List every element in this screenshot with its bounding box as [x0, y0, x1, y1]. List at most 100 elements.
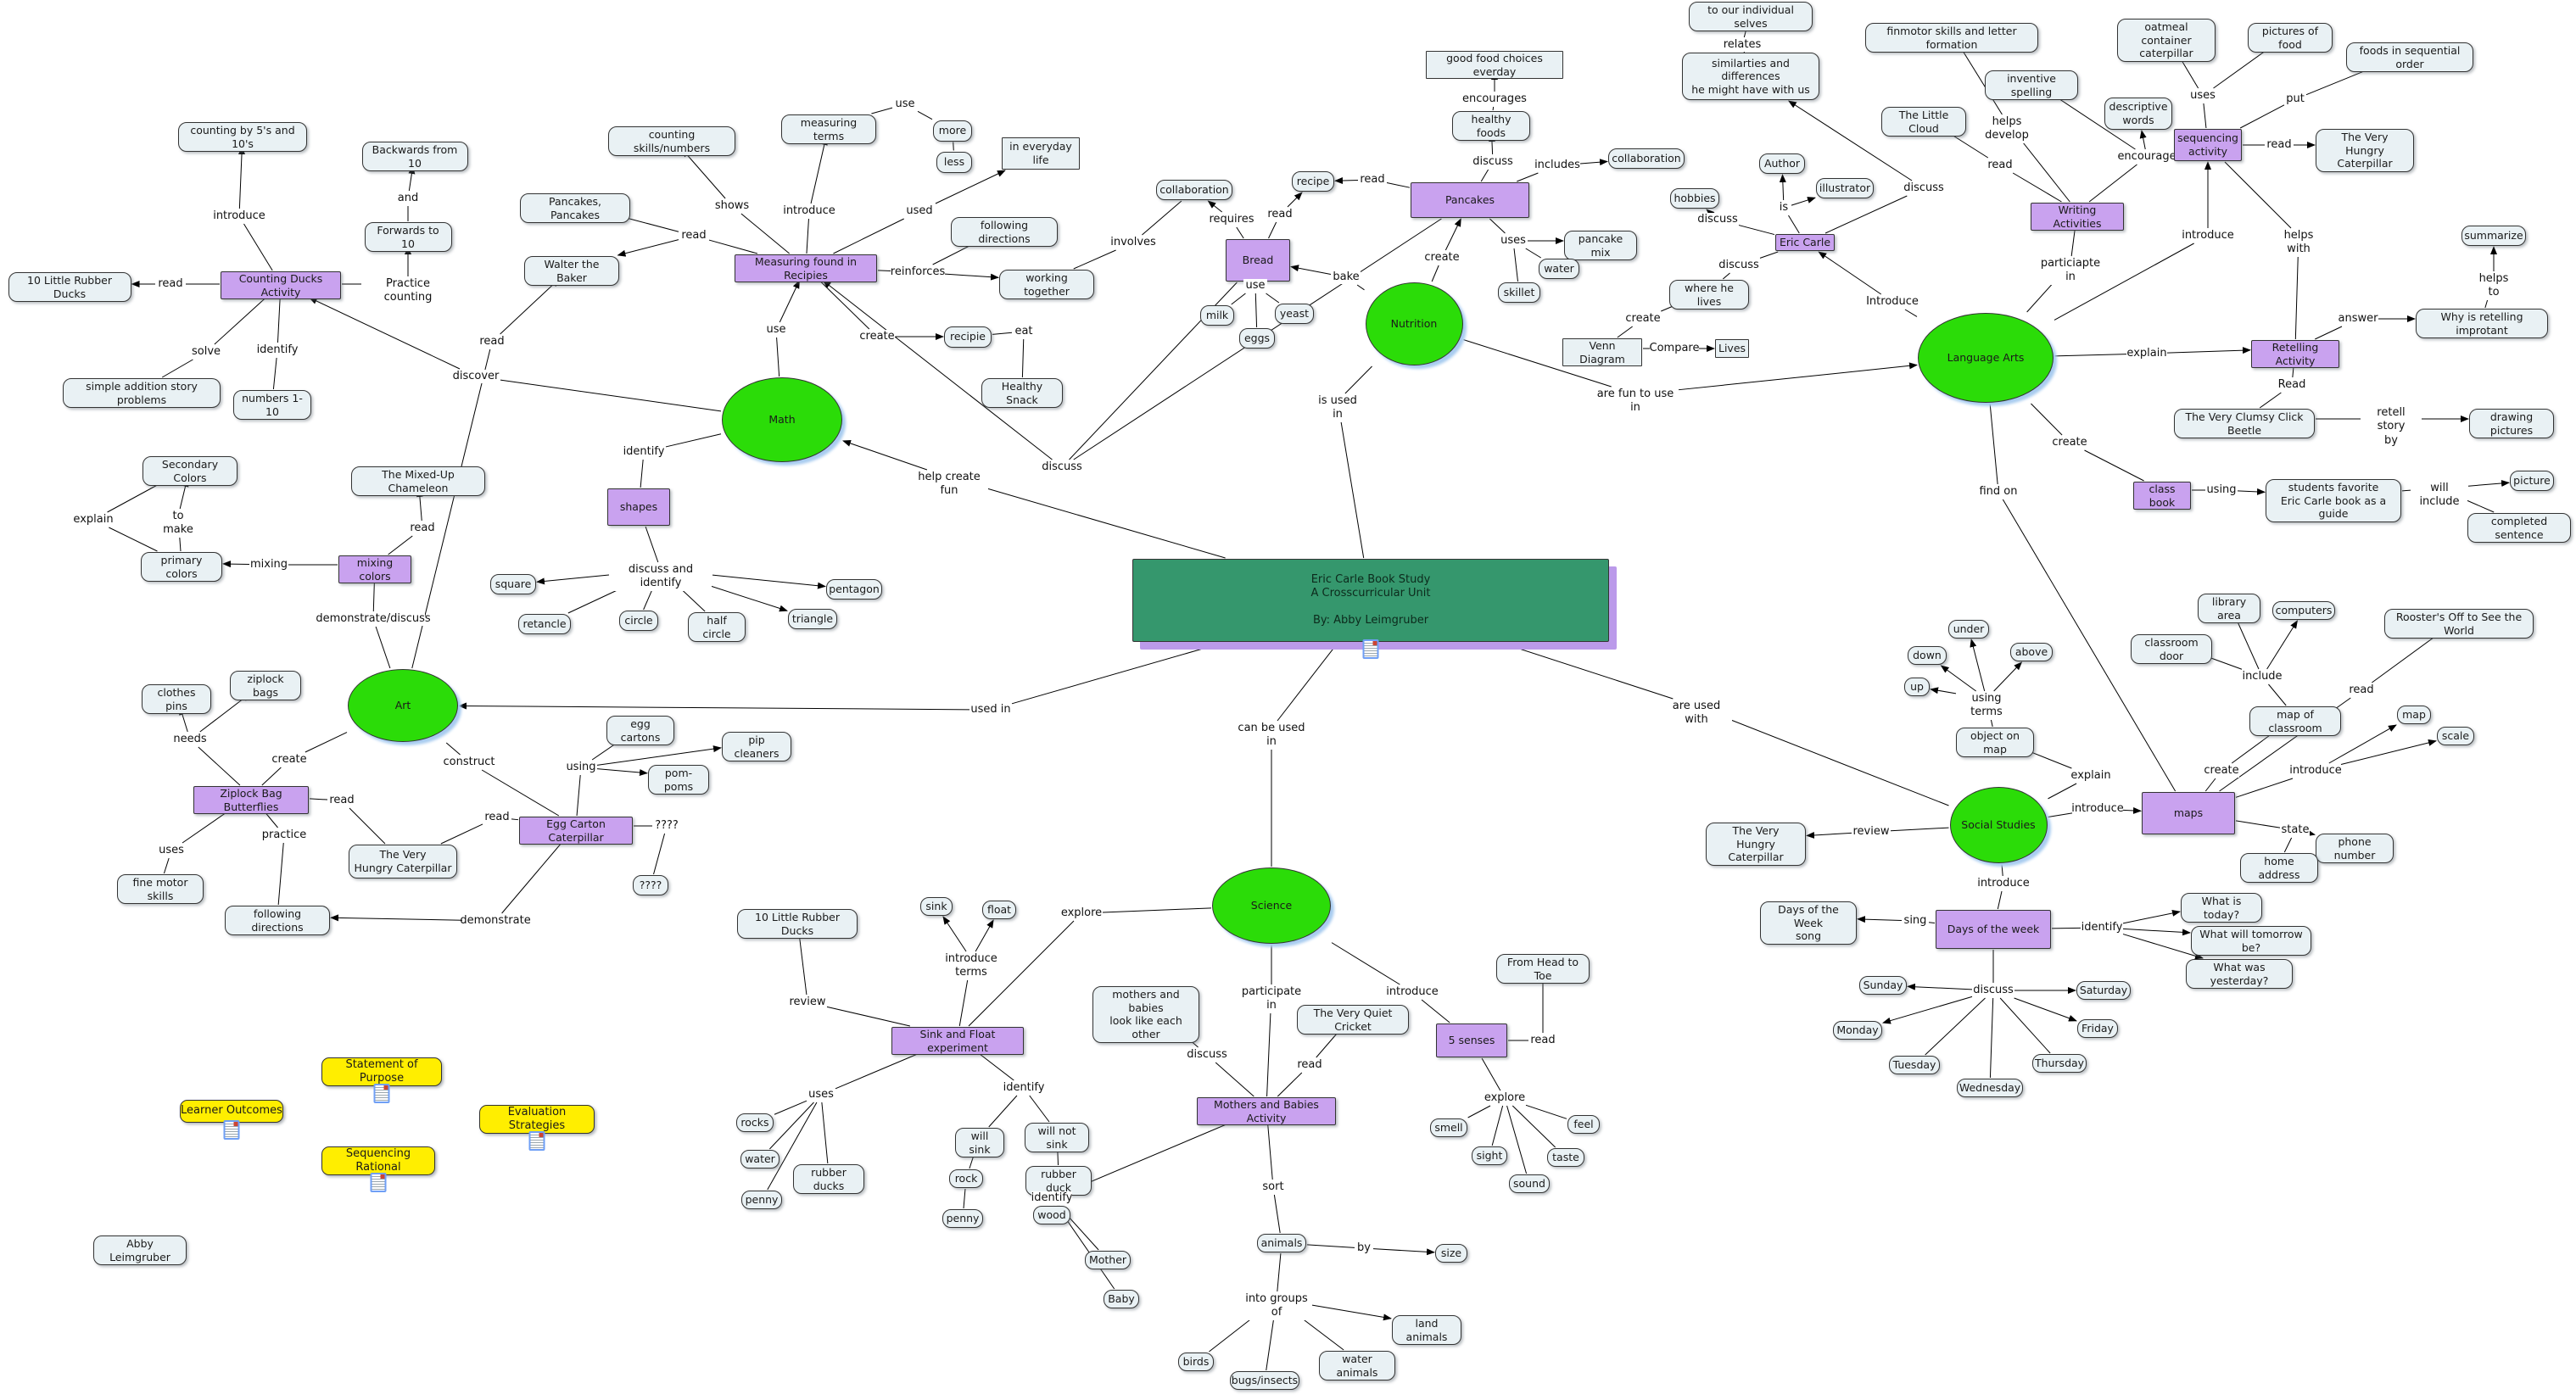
- concept-node-ss30[interactable]: What will tomorrow be?: [2191, 926, 2311, 957]
- concept-node-c3[interactable]: Forwards to 10: [364, 222, 452, 253]
- concept-node-n15[interactable]: pancake mix: [1564, 231, 1637, 261]
- concept-node-ss13[interactable]: map of classroom: [2249, 706, 2341, 737]
- concept-node-k8[interactable]: The Mixed-Up Chameleon: [351, 466, 485, 497]
- concept-node-ss2[interactable]: down: [1908, 646, 1947, 665]
- concept-node-ss34[interactable]: Saturday: [2076, 981, 2131, 1000]
- concept-node-wSA[interactable]: sequencing activity: [2174, 129, 2242, 161]
- concept-node-ss11[interactable]: classroom door: [2131, 634, 2212, 665]
- concept-node-y1[interactable]: Statement of Purpose: [321, 1057, 442, 1103]
- concept-node-e2[interactable]: to our individual selves: [1689, 2, 1813, 32]
- concept-node-m5[interactable]: in everyday life: [1002, 137, 1080, 170]
- concept-node-s1[interactable]: shapes: [607, 488, 670, 526]
- concept-node-n1[interactable]: good food choices everday: [1426, 51, 1563, 80]
- concept-node-sc28[interactable]: smell: [1430, 1118, 1467, 1137]
- concept-node-ss31[interactable]: What was yesterday?: [2186, 959, 2293, 990]
- concept-node-w3[interactable]: The Little Cloud: [1881, 107, 1966, 137]
- concept-node-ssMaps[interactable]: maps: [2142, 792, 2235, 834]
- concept-node-m3[interactable]: more: [933, 120, 972, 142]
- concept-node-k6[interactable]: mixing colors: [338, 555, 411, 584]
- concept-node-wWA[interactable]: Writing Activities: [2031, 203, 2124, 231]
- concept-node-n5[interactable]: collaboration: [1608, 148, 1685, 169]
- concept-node-w20[interactable]: Why is retelling improtant: [2416, 309, 2548, 339]
- concept-node-sc41[interactable]: land animals: [1392, 1315, 1461, 1346]
- concept-node-ss18[interactable]: scale: [2437, 727, 2474, 745]
- concept-node-n9[interactable]: collaboration: [1156, 180, 1232, 200]
- concept-node-n20[interactable]: eggs: [1239, 328, 1275, 349]
- concept-node-ss26[interactable]: Days of the Week song: [1760, 901, 1857, 945]
- concept-node-c4[interactable]: 10 Little Rubber Ducks: [8, 272, 131, 303]
- concept-node-s4[interactable]: retancle: [518, 614, 571, 634]
- concept-node-sc5[interactable]: 10 Little Rubber Ducks: [737, 909, 858, 940]
- concept-node-sc9[interactable]: water: [740, 1150, 780, 1169]
- concept-node-nNut[interactable]: Nutrition: [1365, 282, 1463, 365]
- concept-node-ss4[interactable]: up: [1904, 678, 1930, 696]
- concept-node-sc16[interactable]: rubber duck: [1025, 1166, 1092, 1196]
- concept-node-a11[interactable]: following directions: [225, 906, 330, 936]
- concept-node-k4[interactable]: primary colors: [141, 552, 222, 583]
- concept-node-m2[interactable]: measuring terms: [781, 114, 876, 145]
- concept-node-e7[interactable]: hobbies: [1670, 188, 1719, 209]
- concept-node-ssDays[interactable]: Days of the week: [1936, 910, 2051, 949]
- concept-node-c2[interactable]: Backwards from 10: [361, 142, 468, 172]
- concept-node-y4[interactable]: Sequencing Rational: [321, 1146, 435, 1192]
- concept-node-ss3[interactable]: above: [2010, 643, 2053, 661]
- concept-node-ss21[interactable]: phone number: [2316, 834, 2394, 864]
- concept-node-sc11[interactable]: penny: [741, 1191, 782, 1209]
- concept-node-n17[interactable]: skillet: [1498, 282, 1540, 303]
- concept-node-w13[interactable]: The Very Hungry Caterpillar: [2316, 129, 2414, 172]
- concept-node-w29[interactable]: students favorite Eric Carle book as a g…: [2266, 479, 2401, 522]
- attached-document-icon[interactable]: [1362, 639, 1379, 659]
- concept-node-m12[interactable]: Measuring found in Recipies: [735, 254, 877, 283]
- concept-node-sc3[interactable]: float: [982, 901, 1016, 919]
- concept-node-sc30[interactable]: sound: [1509, 1174, 1550, 1193]
- concept-node-ss22[interactable]: home address: [2240, 853, 2318, 884]
- concept-node-k1[interactable]: Secondary Colors: [142, 456, 237, 487]
- concept-node-y5[interactable]: Abby Leimgruber: [93, 1235, 187, 1266]
- concept-node-wRA[interactable]: Retelling Activity: [2251, 340, 2339, 369]
- concept-node-a13[interactable]: Egg Carton Caterpillar: [519, 817, 633, 845]
- concept-node-sc15[interactable]: rock: [949, 1169, 983, 1188]
- concept-node-sc37[interactable]: animals: [1257, 1234, 1306, 1252]
- concept-node-n21[interactable]: yeast: [1275, 304, 1314, 324]
- concept-node-w10[interactable]: pictures of food: [2248, 23, 2333, 53]
- concept-node-ss17[interactable]: map: [2397, 706, 2431, 724]
- concept-node-scSci[interactable]: Science: [1212, 867, 1331, 944]
- concept-node-m20[interactable]: Healthy Snack: [981, 378, 1063, 409]
- concept-node-w18[interactable]: summarize: [2461, 226, 2526, 246]
- concept-node-c1[interactable]: counting by 5's and 10's: [178, 122, 307, 153]
- concept-node-ss35[interactable]: Monday: [1833, 1021, 1882, 1040]
- concept-node-a20[interactable]: pip cleaners: [722, 732, 791, 762]
- concept-node-scSF[interactable]: Sink and Float experiment: [891, 1027, 1024, 1056]
- concept-node-w24[interactable]: The Very Clumsy Click Beetle: [2174, 409, 2315, 439]
- concept-node-sc13[interactable]: will sink: [955, 1128, 1004, 1158]
- concept-node-sc31[interactable]: taste: [1547, 1148, 1584, 1167]
- attached-document-icon[interactable]: [373, 1084, 390, 1103]
- concept-node-sc42[interactable]: birds: [1178, 1353, 1214, 1371]
- concept-node-w31[interactable]: picture: [2510, 471, 2554, 491]
- concept-node-sc19[interactable]: mothers and babies look like each other: [1092, 986, 1199, 1043]
- concept-node-e13[interactable]: Venn Diagram: [1562, 338, 1642, 367]
- concept-node-eLA[interactable]: Language Arts: [1918, 313, 2054, 403]
- concept-node-w2[interactable]: inventive spelling: [1985, 70, 2078, 101]
- concept-node-c5[interactable]: Counting Ducks Activity: [221, 271, 341, 300]
- concept-node-sc18[interactable]: wood: [1033, 1206, 1070, 1224]
- concept-node-c9[interactable]: simple addition story problems: [63, 378, 221, 409]
- concept-node-sc17[interactable]: penny: [942, 1209, 983, 1228]
- attached-document-icon[interactable]: [370, 1173, 387, 1192]
- concept-node-sc8[interactable]: rocks: [736, 1113, 774, 1132]
- concept-node-e11[interactable]: where he lives: [1669, 280, 1749, 310]
- concept-node-m11[interactable]: Walter the Baker: [524, 256, 619, 287]
- concept-node-ss10[interactable]: computers: [2272, 601, 2335, 620]
- concept-node-wCB[interactable]: class book: [2133, 482, 2191, 510]
- concept-node-a5[interactable]: Ziplock Bag Butterflies: [193, 786, 309, 815]
- concept-node-n7[interactable]: recipe: [1292, 171, 1334, 192]
- concept-node-sc25[interactable]: From Head to Toe: [1496, 954, 1590, 984]
- concept-node-w26[interactable]: drawing pictures: [2469, 409, 2554, 439]
- concept-node-w32[interactable]: completed sentence: [2467, 513, 2571, 544]
- concept-node-e1[interactable]: similarties and differences he might hav…: [1682, 53, 1819, 100]
- concept-node-sc22[interactable]: The Very Quiet Cricket: [1297, 1005, 1409, 1035]
- concept-node-a9[interactable]: fine motor skills: [117, 874, 204, 905]
- concept-node-s7[interactable]: triangle: [788, 609, 837, 629]
- concept-node-n18[interactable]: milk: [1200, 305, 1234, 326]
- concept-node-m4[interactable]: less: [936, 151, 972, 173]
